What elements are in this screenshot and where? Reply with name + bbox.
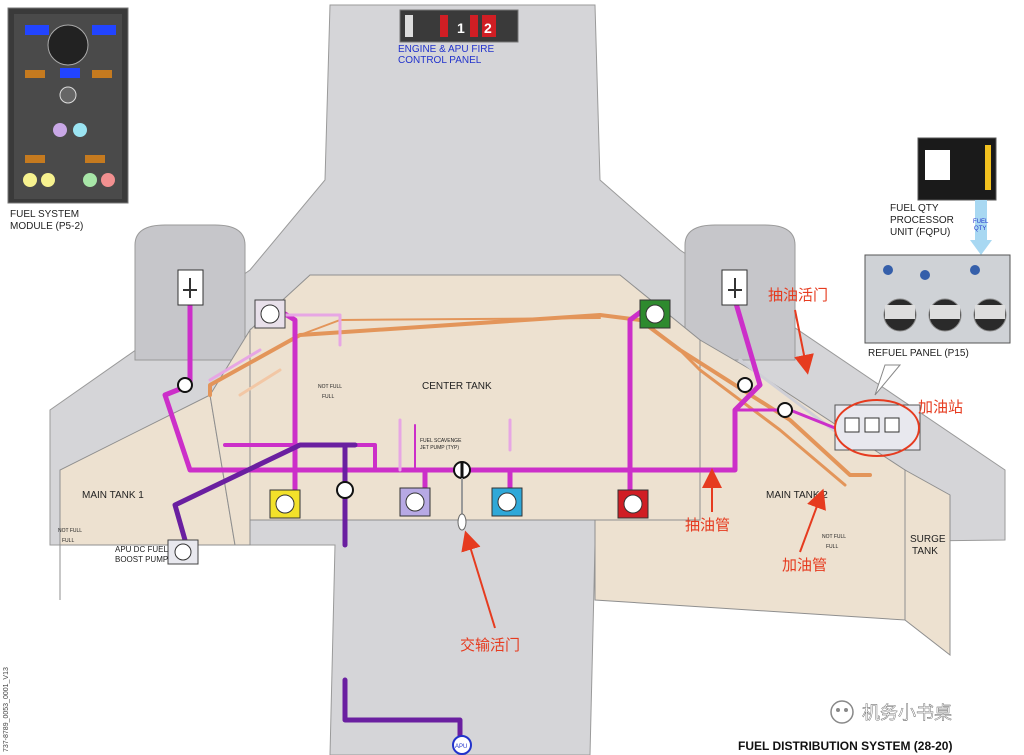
refuel-station-annotation: 加油站 (918, 398, 963, 416)
apu-boost-pump (167, 539, 199, 565)
fqpu-label-2: PROCESSOR (890, 215, 954, 226)
fqpu-unit (917, 137, 997, 255)
fire-panel-label-2: CONTROL PANEL (398, 55, 482, 66)
refuel-station (834, 399, 921, 457)
fuel-qty-line-label-2: QTY (974, 226, 986, 232)
left-aft-pump (269, 489, 301, 519)
refuel-panel-p15 (864, 254, 1011, 396)
fqpu-label-3: UNIT (FQPU) (890, 227, 950, 238)
tank-labels: CENTER TANK MAIN TANK 1 MAIN TANK 2 SURG… (58, 381, 946, 750)
apu-pump-label-1: APU DC FUEL (115, 545, 168, 554)
fuel-system-module-label-1: FUEL SYSTEM (10, 209, 79, 220)
defuel-line-annotation: 抽油管 (685, 516, 730, 534)
crossfeed-valve-annotation: 交输活门 (460, 636, 520, 654)
scavenge-pump-label-1: FUEL SCAVENGE (420, 438, 462, 444)
defuel-valve-annotation: 抽油活门 (768, 286, 828, 304)
fuel-system-module-panel (7, 7, 129, 204)
surge-tank-label-2: TANK (912, 546, 938, 557)
valves (177, 377, 793, 531)
apu-shutoff-valve (336, 481, 354, 499)
wechat-icon (830, 700, 854, 724)
center-right-pump (491, 487, 523, 517)
refuel-panel-label: REFUEL PANEL (P15) (868, 348, 969, 359)
watermark-text: 机务小书桌 (862, 703, 952, 724)
full-label-right: FULL (826, 544, 838, 550)
not-full-label-left: NOT FULL (58, 528, 82, 534)
right-aft-pump (617, 489, 649, 519)
apu-pump-label-2: BOOST PUMP (115, 555, 168, 564)
main-tank-2-label: MAIN TANK 2 (766, 490, 828, 501)
fuel-qty-line-label-1: FUEL (973, 219, 989, 225)
main-tank-2-area (594, 339, 906, 621)
fire-panel-label-1: ENGINE & APU FIRE (398, 44, 494, 55)
center-tank-label: CENTER TANK (422, 381, 492, 392)
refuel-station-highlight (834, 399, 920, 457)
main-tank-1-inboard (209, 328, 251, 546)
diagram-title: FUEL DISTRIBUTION SYSTEM (28-20) (738, 739, 952, 753)
engine-feed-boxes (177, 269, 748, 306)
left-fwd-pump (254, 299, 286, 329)
annotations: 抽油活门 加油站 抽油管 加油管 交输活门 (460, 286, 963, 654)
fqpu-label-1: FUEL QTY (890, 203, 939, 214)
center-left-pump (399, 487, 431, 517)
right-engine-valve (737, 377, 753, 393)
fire-handle-2-label: 2 (484, 20, 492, 36)
fire-control-panel (399, 9, 519, 43)
not-full-label-center: NOT FULL (318, 384, 342, 390)
fuel-system-module-label-2: MODULE (P5-2) (10, 221, 83, 232)
surge-tank-area (904, 469, 951, 657)
fire-handle-1-label: 1 (457, 20, 465, 36)
watermark: 机务小书桌 (830, 700, 952, 724)
main-tank-1-label: MAIN TANK 1 (82, 490, 144, 501)
not-full-label-right: NOT FULL (822, 534, 846, 540)
full-label-center: FULL (322, 394, 334, 400)
full-label-left: FULL (62, 538, 74, 544)
tanks (59, 274, 951, 657)
refuel-line-annotation: 加油管 (782, 556, 827, 574)
scavenge-pump-label-2: JET PUMP (TYP) (420, 445, 459, 451)
doc-code: 737-8789_0053_0001_V13 (3, 667, 10, 752)
defuel-valve (777, 402, 793, 418)
fuel-pumps (167, 299, 671, 565)
right-fwd-pump (639, 299, 671, 329)
apu-label: APU (455, 744, 467, 750)
apu-circle (452, 735, 472, 755)
panel-labels: FUEL SYSTEM MODULE (P5-2) ENGINE & APU F… (10, 20, 989, 359)
surge-tank-label-1: SURGE (910, 534, 946, 545)
left-engine-valve (177, 377, 193, 393)
